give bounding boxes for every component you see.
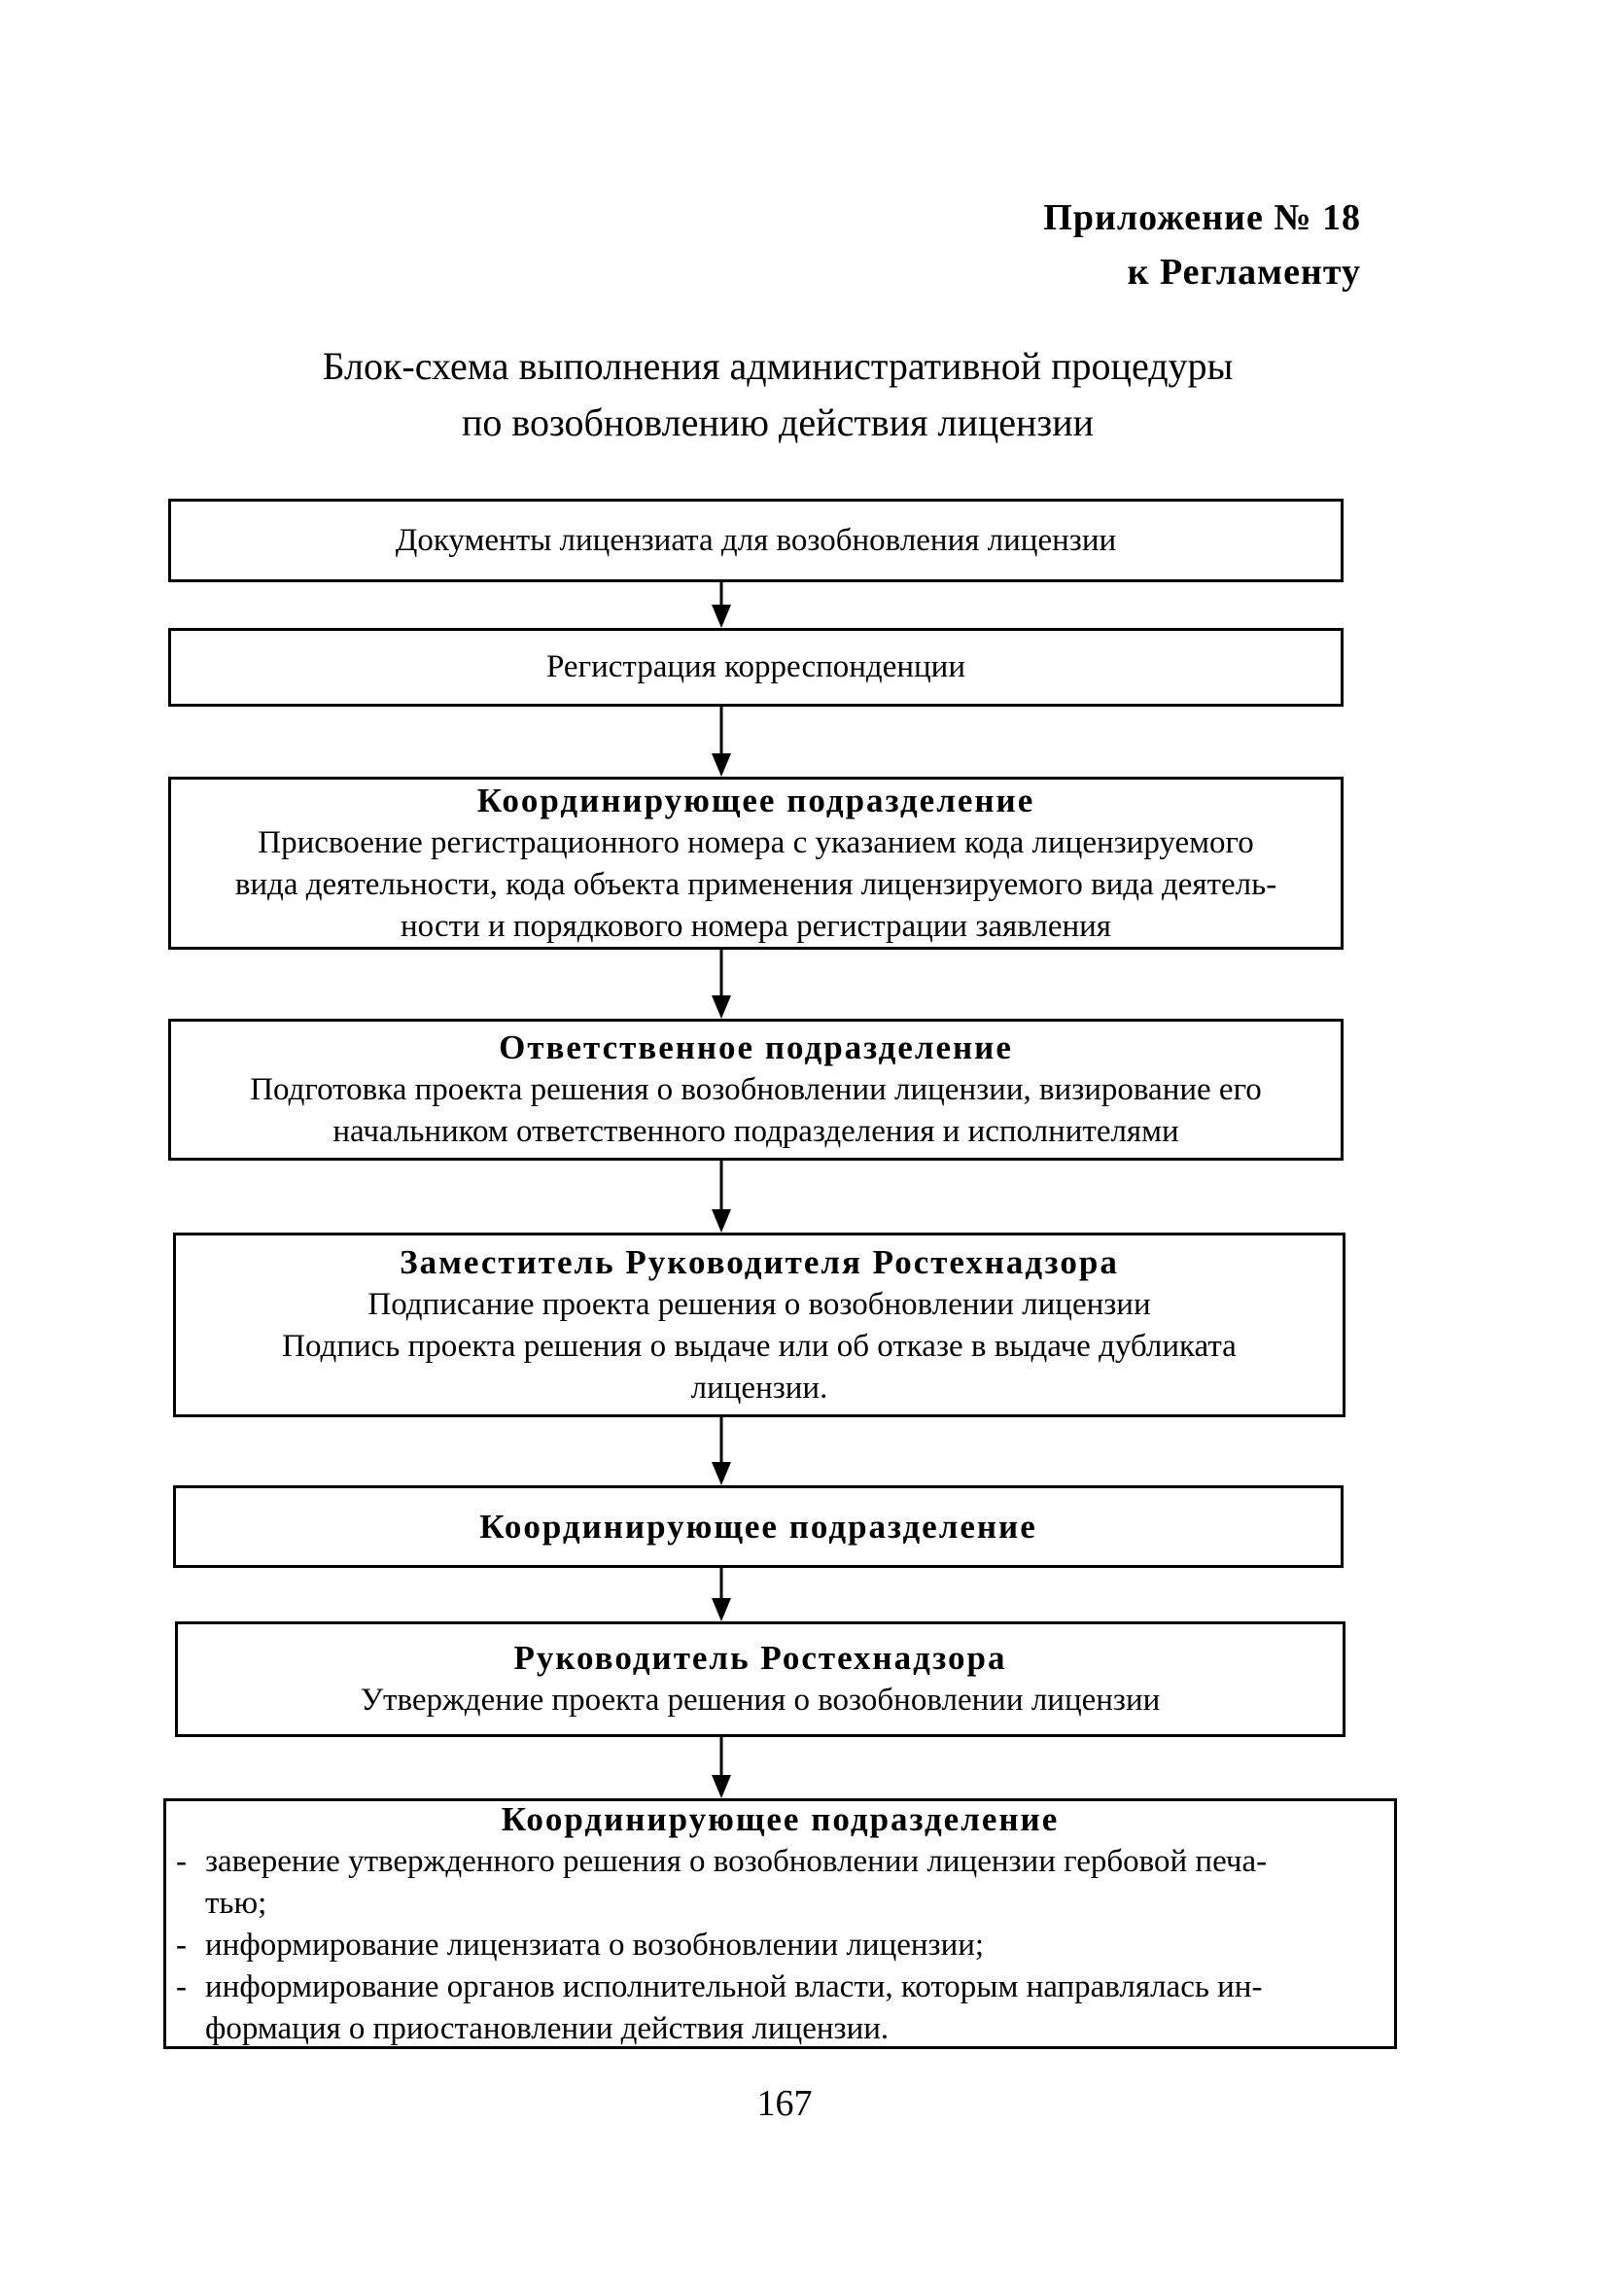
bullet-text: информирование органов исполнительной вл…	[205, 1968, 1263, 2004]
box-heading: Руководитель Ростехнадзора	[513, 1639, 1007, 1677]
flow-arrow	[709, 1161, 734, 1233]
bullet-line: - информирование лицензиата о возобновле…	[166, 1925, 1394, 1966]
bullet-line: тью;	[166, 1883, 1394, 1925]
flow-box-licensee-documents: Документы лицензиата для возобновления л…	[168, 499, 1344, 582]
bullet-dash: -	[176, 1843, 187, 1879]
flow-box-correspondence-registration: Регистрация корреспонденции	[168, 628, 1344, 707]
page-number: 167	[756, 2083, 813, 2124]
flow-box-coordinating-unit-final: Координирующее подразделение - заверение…	[163, 1798, 1397, 2049]
box-heading: Заместитель Руководителя Ростехнадзора	[400, 1242, 1119, 1281]
box-text: Подписание проекта решения о возобновлен…	[367, 1286, 1151, 1322]
arrow-head-icon	[712, 753, 731, 777]
arrow-shaft	[719, 1161, 723, 1213]
box-heading: Координирующее подразделение	[479, 1507, 1037, 1546]
arrow-shaft	[719, 950, 723, 999]
flow-arrow	[709, 582, 734, 628]
box-text: Утверждение проекта решения о возобновле…	[360, 1683, 1161, 1718]
box-text: Документы лицензиата для возобновления л…	[395, 522, 1117, 558]
bullet-text: тью;	[205, 1885, 267, 1921]
box-text: ности и порядкового номера регистрации з…	[401, 908, 1111, 944]
arrow-head-icon	[712, 1598, 731, 1621]
bullet-dash	[166, 2008, 205, 2050]
box-text: начальником ответственного подразделения…	[332, 1114, 1179, 1149]
arrow-head-icon	[712, 605, 731, 628]
flow-box-responsible-unit: Ответственное подразделение Подготовка п…	[168, 1019, 1344, 1161]
arrow-head-icon	[712, 1209, 731, 1233]
flow-box-head-rostekhnadzor: Руководитель Ростехнадзора Утверждение п…	[175, 1621, 1345, 1737]
box-text: лицензии.	[690, 1370, 828, 1406]
box-heading: Ответственное подразделение	[499, 1028, 1013, 1066]
box-text: вида деятельности, кода объекта применен…	[234, 866, 1277, 902]
bullet-line: формация о приостановлении действия лице…	[166, 2008, 1394, 2050]
arrow-shaft	[719, 1568, 723, 1602]
bullet-dash	[166, 1883, 205, 1925]
arrow-head-icon	[712, 1462, 731, 1485]
arrow-head-icon	[712, 995, 731, 1019]
flow-arrow	[709, 1417, 734, 1485]
box-text: Подпись проекта решения о выдаче или об …	[282, 1328, 1237, 1364]
document-title: Блок-схема выполнения административной п…	[0, 338, 1555, 451]
arrow-shaft	[719, 1417, 723, 1466]
box-heading: Координирующее подразделение	[476, 781, 1035, 819]
appendix-number: Приложение № 18	[1043, 197, 1361, 238]
flow-arrow	[709, 1737, 734, 1798]
bullet-line: - информирование органов исполнительной …	[166, 1966, 1394, 2008]
bullet-text: заверение утвержденного решения о возобн…	[205, 1843, 1268, 1879]
appendix-header: Приложение № 18 к Регламенту	[1043, 191, 1361, 299]
bullet-text: информирование лицензиата о возобновлени…	[205, 1927, 985, 1963]
flow-arrow	[709, 1568, 734, 1621]
title-line-2: по возобновлению действия лицензии	[461, 400, 1095, 444]
arrow-shaft	[719, 1737, 723, 1779]
flow-box-coordinating-unit: Координирующее подразделение	[173, 1485, 1344, 1568]
box-text: Подготовка проекта решения о возобновлен…	[250, 1072, 1262, 1107]
flow-arrow	[709, 707, 734, 777]
arrow-shaft	[719, 707, 723, 757]
bullet-dash: -	[176, 1927, 187, 1963]
arrow-shaft	[719, 582, 723, 609]
bullet-dash: -	[176, 1968, 187, 2004]
box-text: Присвоение регистрационного номера с ука…	[258, 824, 1254, 860]
bullet-text: формация о приостановлении действия лице…	[205, 2010, 890, 2046]
bullet-line: - заверение утвержденного решения о возо…	[166, 1841, 1394, 1883]
arrow-head-icon	[712, 1775, 731, 1798]
appendix-to-regulation: к Регламенту	[1127, 252, 1361, 293]
box-heading: Координирующее подразделение	[501, 1799, 1060, 1838]
title-line-1: Блок-схема выполнения административной п…	[322, 344, 1234, 388]
flow-box-coordinating-unit-assignment: Координирующее подразделение Присвоение …	[168, 777, 1344, 950]
flow-arrow	[709, 950, 734, 1019]
box-text: Регистрация корреспонденции	[546, 649, 965, 684]
flow-box-deputy-head: Заместитель Руководителя Ростехнадзора П…	[173, 1233, 1345, 1417]
